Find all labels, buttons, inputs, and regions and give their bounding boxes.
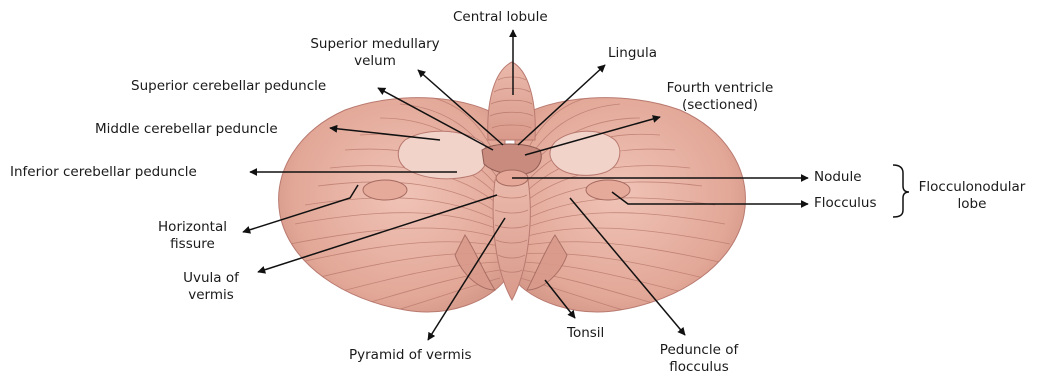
label-peduncle-of-flocculus-line2: flocculus xyxy=(640,359,758,376)
label-central-lobule-text: Central lobule xyxy=(453,9,548,25)
label-tonsil: Tonsil xyxy=(567,325,604,342)
label-central-lobule: Central lobule xyxy=(453,9,548,26)
label-inferior-cerebellar-peduncle: Inferior cerebellar peduncle xyxy=(10,164,197,181)
label-horizontal-fissure: Horizontal fissure xyxy=(150,219,235,253)
label-superior-medullary-velum: Superior medullary velum xyxy=(305,36,445,70)
label-uvula-of-vermis-line1: Uvula of xyxy=(172,270,250,287)
label-pyramid-of-vermis-text: Pyramid of vermis xyxy=(349,347,472,363)
label-horizontal-fissure-line2: fissure xyxy=(150,236,235,253)
label-fourth-ventricle-line2: (sectioned) xyxy=(650,97,790,114)
left-flocculus xyxy=(363,180,407,200)
label-lingula: Lingula xyxy=(608,45,657,62)
label-superior-cerebellar-peduncle: Superior cerebellar peduncle xyxy=(131,78,326,95)
label-fourth-ventricle-line1: Fourth ventricle xyxy=(650,80,790,97)
label-superior-cerebellar-peduncle-text: Superior cerebellar peduncle xyxy=(131,78,326,94)
label-flocculus-text: Flocculus xyxy=(814,195,877,211)
label-nodule-text: Nodule xyxy=(814,169,862,185)
label-superior-medullary-velum-line2: velum xyxy=(305,53,445,70)
label-uvula-of-vermis-line2: vermis xyxy=(172,287,250,304)
label-tonsil-text: Tonsil xyxy=(567,325,604,341)
right-flocculus xyxy=(586,180,630,200)
label-uvula-of-vermis: Uvula of vermis xyxy=(172,270,250,304)
flocculonodular-bracket xyxy=(893,165,909,217)
label-flocculonodular-lobe: Flocculonodular lobe xyxy=(912,179,1032,213)
label-flocculonodular-lobe-line2: lobe xyxy=(912,196,1032,213)
label-nodule: Nodule xyxy=(814,169,862,186)
central-lobule-vermis xyxy=(488,62,536,140)
label-peduncle-of-flocculus: Peduncle of flocculus xyxy=(640,342,758,376)
label-superior-medullary-velum-line1: Superior medullary xyxy=(305,36,445,53)
label-middle-cerebellar-peduncle: Middle cerebellar peduncle xyxy=(95,121,278,138)
label-inferior-cerebellar-peduncle-text: Inferior cerebellar peduncle xyxy=(10,164,197,180)
label-flocculus: Flocculus xyxy=(814,195,877,212)
label-lingula-text: Lingula xyxy=(608,45,657,61)
label-fourth-ventricle: Fourth ventricle (sectioned) xyxy=(650,80,790,114)
label-pyramid-of-vermis: Pyramid of vermis xyxy=(349,347,472,364)
label-horizontal-fissure-line1: Horizontal xyxy=(150,219,235,236)
label-middle-cerebellar-peduncle-text: Middle cerebellar peduncle xyxy=(95,121,278,137)
label-peduncle-of-flocculus-line1: Peduncle of xyxy=(640,342,758,359)
label-flocculonodular-lobe-line1: Flocculonodular xyxy=(912,179,1032,196)
